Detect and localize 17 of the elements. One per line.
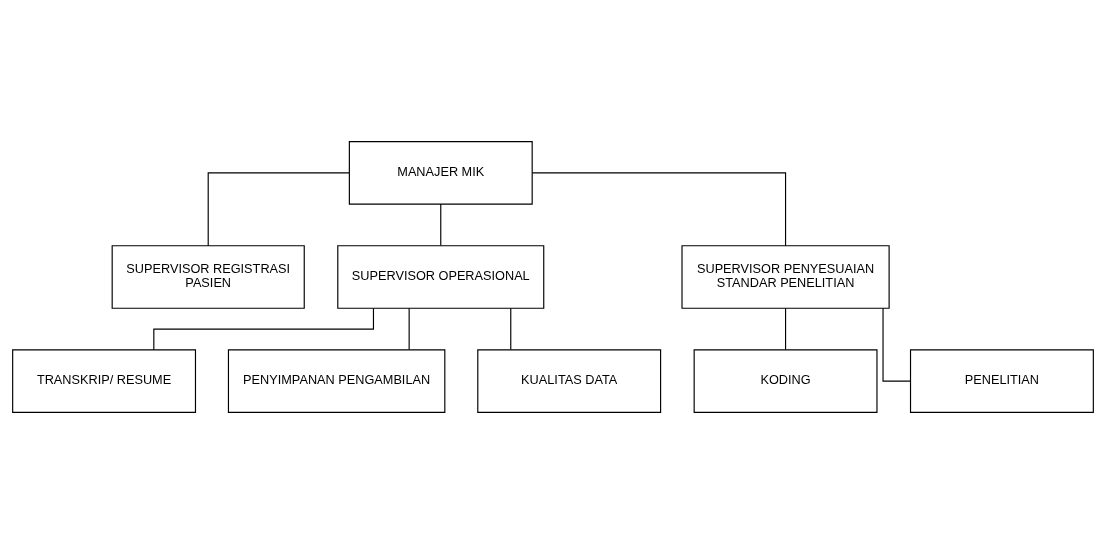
connector [882,307,911,382]
node-box: PENYIMPANAN PENGAMBILAN [227,348,446,413]
connector [408,307,410,350]
node-box: PENELITIAN [909,348,1094,413]
node-box: SUPERVISOR OPERASIONAL [337,244,545,309]
connector [207,171,350,246]
node-box: SUPERVISOR PENYESUAIAN STANDAR PENELITIAN [681,244,890,309]
connector [153,307,375,350]
connector [510,307,512,350]
connector [531,171,787,246]
node-box: KODING [693,348,878,413]
node-box: SUPERVISOR REGISTRASI PASIEN [111,244,305,309]
node-box: MANAJER MIK [348,140,533,205]
node-box: KUALITAS DATA [477,348,662,413]
connector [784,307,787,350]
connector [440,203,442,246]
node-box: TRANSKRIP/ RESUME [12,348,197,413]
